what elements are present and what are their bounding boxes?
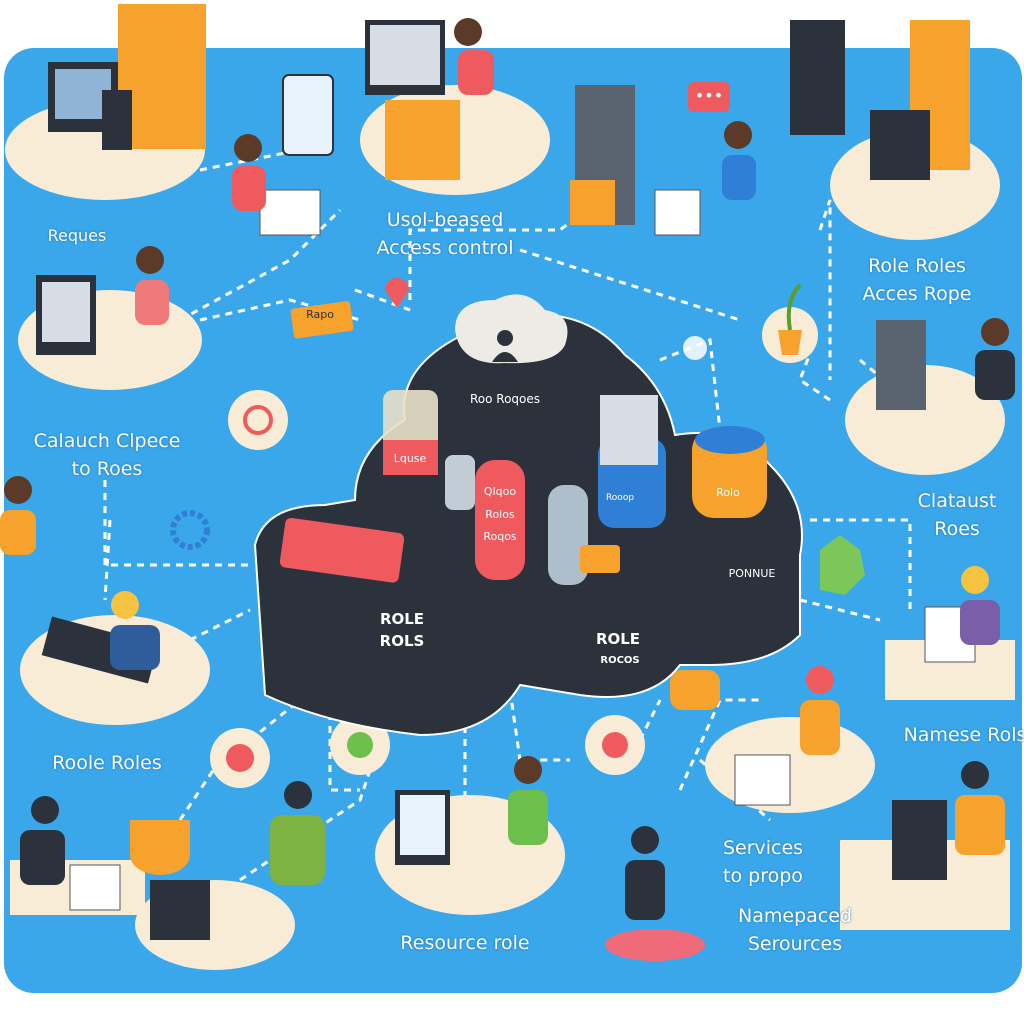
devices (36, 4, 976, 940)
central-hub (253, 294, 803, 737)
red-cylinder-label-1: Qlqoo (483, 485, 517, 498)
label-role-roles-1: Role Roles (868, 255, 966, 277)
red-cylinder-label-2: Rolos (485, 508, 515, 521)
people (0, 18, 1015, 961)
tag-label: Rapo (306, 308, 334, 321)
jar-label: Lquse (393, 452, 427, 465)
label-clataust-1: Clataust (917, 490, 997, 512)
label-user-based-2: Access control (376, 237, 514, 259)
blue-cup-label: Rooop (605, 493, 635, 503)
hub-block-right-label: PONNUE (728, 567, 776, 580)
label-namepaced-1: Namepaced (738, 905, 852, 927)
label-clataust-2: Roes (934, 518, 980, 540)
label-calauch-2: to Roes (71, 458, 143, 480)
label-role-roles-2: Acces Rope (862, 283, 972, 305)
label-services-2: to propo (723, 865, 803, 887)
orange-cylinder-label: Rolo (716, 486, 740, 499)
svg-text:•••: ••• (695, 86, 723, 105)
label-reques: Reques (47, 226, 107, 245)
tag (290, 301, 354, 339)
label-resource-role: Resource role (400, 932, 530, 954)
hub-block-left-label-1: ROLE (379, 610, 425, 628)
label-services-1: Services (722, 837, 804, 859)
hub-block-left-label-2: ROLS (379, 632, 425, 650)
icon-circles: ••• (130, 82, 865, 875)
label-user-based-1: Usol-beased (386, 209, 504, 231)
label-roole-roles: Roole Roles (52, 752, 162, 774)
label-namese-rols: Namese Rols (903, 724, 1024, 746)
label-calauch-1: Calauch Clpece (33, 430, 181, 452)
hub-cloud-label: Roo Roqoes (469, 392, 541, 406)
hub-block-center-label-2: ROCOS (600, 655, 640, 666)
red-cylinder-label-3: Roqos (483, 530, 517, 543)
hub-block-center-label-1: ROLE (595, 630, 641, 648)
label-namepaced-2: Serources (747, 933, 843, 955)
